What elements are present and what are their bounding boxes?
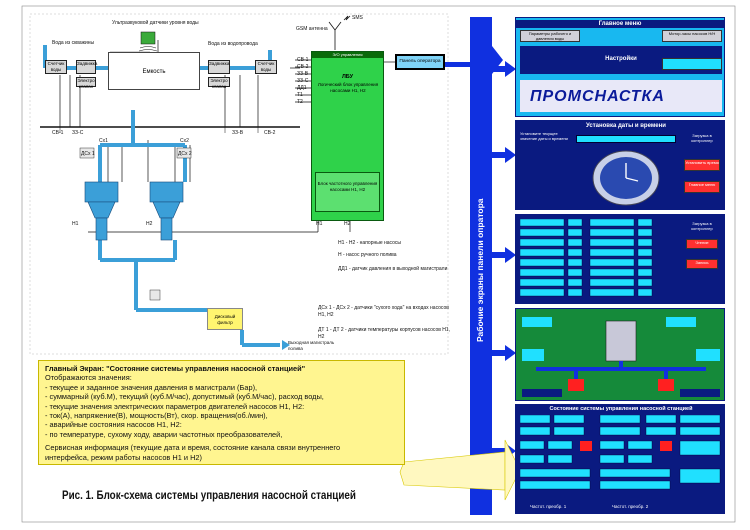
legend-key: ДТ 1 - ДТ 2 - xyxy=(318,327,347,333)
signal-label-zz-v: ЗЗ-В xyxy=(232,130,244,136)
note-line: интерфейса, режим работы насосов Н1 и Н2… xyxy=(45,452,203,462)
pump-h1-label: Н1 xyxy=(72,221,79,227)
brand-logo: ПРОМСНАСТКА xyxy=(530,88,665,105)
disk-filter: Дисковый фильтр xyxy=(207,308,243,330)
screen-datetime: Установка даты и времени Установите теку… xyxy=(515,120,725,210)
signal-label-sv2: СВ-2 xyxy=(264,130,276,136)
params-button[interactable]: Параметры рабочего и давления воды xyxy=(520,30,580,42)
legend-text: датчики температуры корпусов насосов Н1,… xyxy=(318,327,451,340)
tank-label: Емкость xyxy=(142,69,166,75)
signal-label-cx1: Сх1 xyxy=(99,138,108,144)
note-line: - текущие значения электрических парамет… xyxy=(45,401,305,411)
valve-left-gate: Задвижка xyxy=(76,60,97,74)
clock-icon xyxy=(592,150,660,206)
side-label: Рабочие экраны панели опратора xyxy=(475,198,485,342)
note-line: Отображаются значения: xyxy=(45,373,132,383)
signal-label-dcx1: ДСх 1 xyxy=(81,151,95,157)
signal-label-h2: Н2 xyxy=(344,221,351,227)
signal-label-zz-vb: ЗЗ-В xyxy=(297,71,309,77)
water-from-wells-label: Вода из скважины xyxy=(52,40,95,46)
valve-left-solenoid: Электро клапан xyxy=(76,77,96,89)
legend-key: ДСх 1 - ДСх 2 - xyxy=(318,305,353,311)
figure-caption: Рис. 1. Блок-схема системы управления на… xyxy=(62,488,356,502)
screen-main-menu-nav-button[interactable] xyxy=(662,58,722,70)
screen-state: Состояние системы управления насосной ст… xyxy=(515,404,725,514)
main-screen-note: Главный Экран: "Состояние системы управл… xyxy=(38,360,405,465)
screen-process xyxy=(515,308,725,401)
ultrasonic-sensor-label: Ультразвуковой датчики уровня воды xyxy=(112,20,199,26)
signal-label-dd1: ДД1 xyxy=(297,85,307,91)
plc-title: ЛБУ xyxy=(341,74,354,80)
plc-desc: Логический блок управления насосами Н1, … xyxy=(317,82,379,93)
plc-header: Э/О управления xyxy=(312,52,383,58)
legend-key: Н - xyxy=(338,252,345,258)
legend-item-dt: ДТ 1 - ДТ 2 - датчики температуры корпус… xyxy=(318,327,456,341)
signal-label-t1: Т1 xyxy=(297,92,303,98)
brand-band xyxy=(520,80,722,112)
sms-label: SMS xyxy=(352,15,363,21)
signal-label-h1: Н1 xyxy=(316,221,323,227)
signal-label-t2: Т2 xyxy=(297,99,303,105)
legend-item-dcx: ДСх 1 - ДСх 2 - датчики "сухого хода" на… xyxy=(318,305,456,319)
signal-label-zz-s-left: ЗЗ-С xyxy=(72,130,84,136)
note-line: Сервисная информация (текущие дата и вре… xyxy=(45,443,341,453)
legend-key: ДД1 - xyxy=(338,266,351,272)
screen-params: Загрузка в контроллер Чтение Запись xyxy=(515,214,725,304)
datetime-link[interactable]: Загрузка в контроллер xyxy=(691,133,713,143)
process-mimic xyxy=(522,317,720,397)
valve-left-meter: Счетчик воды xyxy=(45,60,67,74)
screen-state-title: Состояние системы управления насосной ст… xyxy=(549,406,693,412)
plc-block: Э/О управления ЛБУ Логический блок управ… xyxy=(311,51,384,221)
state-grid xyxy=(520,415,721,490)
water-from-main-label: Вода из водопровода xyxy=(208,41,258,47)
tank: Емкость xyxy=(108,52,200,90)
signal-label-sv2b: СВ-2 xyxy=(297,64,309,70)
note-line: - ток(А), напряжение(В), мощность(Вт), с… xyxy=(45,411,268,421)
screen-main-menu-title: Главное меню xyxy=(516,20,724,28)
signal-label-sv1: СВ-1 xyxy=(297,57,309,63)
legend-key: Н1 - Н2 - xyxy=(338,240,359,246)
legend-item-h: Н - насос ручного полива xyxy=(338,252,397,259)
note-title: Главный Экран: "Состояние системы управл… xyxy=(45,364,306,373)
legend-text: напорные насосы xyxy=(359,240,401,246)
params-write-button[interactable]: Запись xyxy=(686,259,718,269)
freq-conv-1-label: Частот. преобр. 1 xyxy=(530,504,567,509)
gsm-antenna-label: GSM антенна xyxy=(296,26,328,32)
valve-right-solenoid: Электро клапан xyxy=(208,77,230,89)
freq-conv-2-label: Частот. преобр. 2 xyxy=(612,504,649,509)
params-read-button[interactable]: Чтение xyxy=(686,239,718,249)
settings-label[interactable]: Настройки xyxy=(605,56,637,62)
note-line: - аварийные состояния насосов Н1, Н2: xyxy=(45,420,182,430)
outlet-label: Выходная магистраль полива xyxy=(288,340,335,351)
set-time-button[interactable]: Установить время xyxy=(684,159,720,171)
motor-hours-button[interactable]: Мотор-часы насосов Н/Н xyxy=(662,30,722,42)
legend-text: датчик давления в выходной магистрали xyxy=(352,266,448,272)
legend-text: насос ручного полива xyxy=(346,252,397,258)
operator-panel-box: Панель оператора xyxy=(395,54,445,70)
signal-label-zz-sb: ЗЗ-С xyxy=(297,78,309,84)
params-grid xyxy=(520,219,653,297)
signal-label-sv1-left: СВ-1 xyxy=(52,130,64,136)
datetime-main-menu-button[interactable]: Главное меню xyxy=(684,181,720,193)
legend-item-dd1: ДД1 - датчик давления в выходной магистр… xyxy=(338,266,456,273)
signal-label-cx2: Сх2 xyxy=(180,138,189,144)
valve-right-meter: Счетчик воды xyxy=(255,60,277,74)
screen-datetime-title: Установка даты и времени xyxy=(586,123,666,129)
note-line: - текущее и заданное значения давления в… xyxy=(45,382,258,392)
note-line: - суммарный (куб.М), текущий (куб.М/час)… xyxy=(45,392,324,402)
screen-main-menu: Главное меню Параметры рабочего и давлен… xyxy=(515,17,725,117)
freq-block: Блок частотного управления насосами Н1, … xyxy=(315,172,380,212)
note-line: - по температуре, сухому ходу, аварии ча… xyxy=(45,429,283,439)
datetime-info: Установите текущее значение даты и време… xyxy=(520,131,568,141)
signal-label-dcx2: ДСх 2 xyxy=(178,151,192,157)
pump-h2-label: Н2 xyxy=(146,221,153,227)
legend-item-h1-h2: Н1 - Н2 - напорные насосы xyxy=(338,240,401,247)
date-field[interactable] xyxy=(576,135,676,143)
valve-right-gate: Задвижка xyxy=(208,60,230,74)
params-load-label: Загрузка в контроллер xyxy=(691,221,713,231)
legend-text: датчики "сухого хода" на входах насосов … xyxy=(318,305,449,318)
